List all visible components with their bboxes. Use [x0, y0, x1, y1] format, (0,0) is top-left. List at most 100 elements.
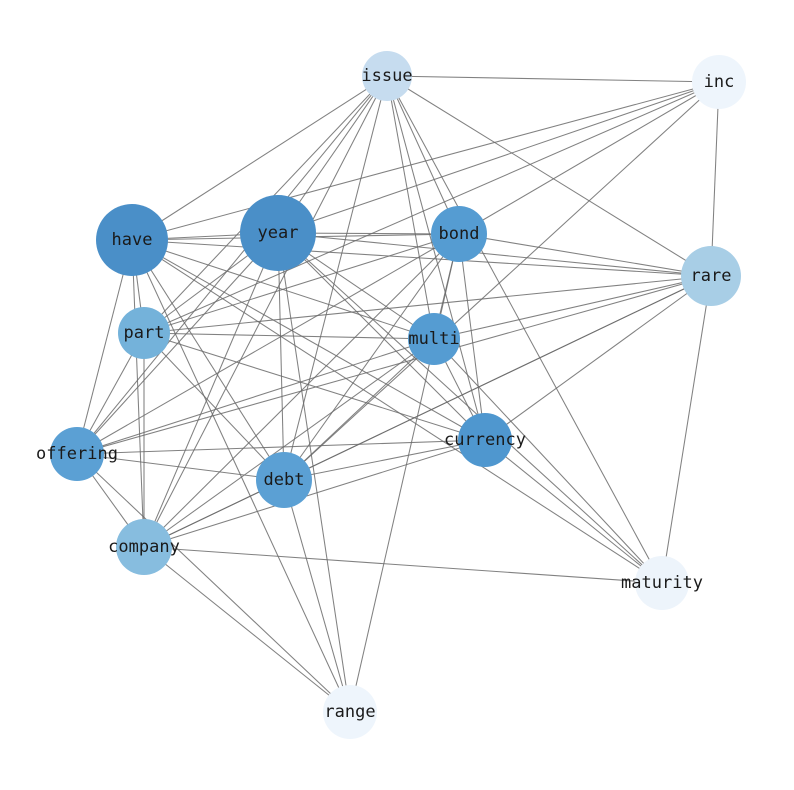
node-circle-offering[interactable]	[50, 427, 104, 481]
node-circle-company[interactable]	[116, 519, 172, 575]
node-label-bond: bond	[439, 224, 480, 244]
graph-edge	[277, 81, 720, 234]
graph-edge	[283, 338, 435, 481]
graph-node-range[interactable]: range	[323, 685, 377, 739]
graph-node-debt[interactable]: debt	[256, 452, 312, 508]
graph-edge	[143, 232, 279, 548]
graph-edge	[143, 439, 486, 548]
graph-edge	[386, 75, 712, 277]
node-label-have: have	[112, 230, 153, 250]
graph-edge	[76, 453, 351, 713]
graph-edge	[386, 75, 663, 584]
graph-node-offering[interactable]: offering	[36, 427, 118, 481]
node-label-part: part	[124, 323, 165, 343]
graph-node-year[interactable]: year	[240, 195, 316, 271]
node-circle-have[interactable]	[96, 204, 168, 276]
graph-edge	[143, 332, 435, 340]
graph-edge	[131, 239, 351, 713]
graph-edge	[283, 479, 351, 713]
graph-edge	[283, 81, 720, 481]
graph-edge	[661, 275, 712, 584]
graph-edge	[76, 239, 133, 455]
node-label-multi: multi	[408, 329, 459, 349]
graph-edge	[484, 275, 712, 441]
graph-edge	[458, 81, 720, 235]
graph-edge	[131, 81, 720, 241]
graph-edge	[283, 75, 388, 481]
graph-node-rare[interactable]: rare	[681, 246, 741, 306]
node-circle-inc[interactable]	[692, 55, 746, 109]
graph-edge	[143, 546, 351, 713]
node-label-offering: offering	[36, 444, 118, 464]
node-label-rare: rare	[691, 266, 732, 286]
graph-edge	[458, 233, 712, 277]
graph-edge	[283, 233, 460, 481]
graph-node-bond[interactable]: bond	[431, 206, 487, 262]
graph-node-currency[interactable]: currency	[444, 413, 526, 467]
graph-edge	[277, 232, 663, 584]
graph-node-issue[interactable]: issue	[361, 51, 413, 101]
node-layer: issue inc have year bond rare part multi currenc…	[36, 51, 746, 739]
graph-edge	[386, 75, 486, 441]
graph-edge	[143, 332, 285, 481]
graph-edge	[143, 275, 712, 334]
graph-edge	[131, 239, 486, 441]
node-circle-issue[interactable]	[362, 51, 412, 101]
graph-edge	[76, 338, 435, 455]
node-circle-debt[interactable]	[256, 452, 312, 508]
graph-edge	[484, 439, 663, 584]
node-circle-rare[interactable]	[681, 246, 741, 306]
node-label-debt: debt	[264, 470, 305, 490]
graph-edge	[277, 232, 486, 441]
edge-layer	[76, 75, 720, 713]
graph-edge	[433, 338, 663, 584]
graph-edge	[277, 232, 285, 481]
graph-node-company[interactable]: company	[108, 519, 180, 575]
graph-node-inc[interactable]: inc	[692, 55, 746, 109]
node-label-year: year	[258, 223, 299, 243]
graph-edge	[131, 239, 712, 277]
graph-edge	[76, 233, 460, 455]
graph-node-multi[interactable]: multi	[408, 313, 460, 365]
graph-edge	[143, 233, 460, 334]
graph-edge	[386, 75, 720, 83]
graph-edge	[277, 232, 351, 713]
graph-edge	[349, 233, 460, 713]
graph-edge	[143, 81, 720, 334]
node-circle-maturity[interactable]	[635, 556, 689, 610]
graph-edge	[76, 439, 486, 455]
graph-edge	[76, 275, 712, 455]
graph-edge	[76, 453, 285, 481]
node-label-company: company	[108, 537, 180, 557]
graph-node-maturity[interactable]: maturity	[621, 556, 703, 610]
node-circle-bond[interactable]	[431, 206, 487, 262]
node-circle-currency[interactable]	[458, 413, 512, 467]
node-label-currency: currency	[444, 430, 526, 450]
node-circle-range[interactable]	[323, 685, 377, 739]
graph-edge	[283, 439, 486, 481]
graph-node-part[interactable]: part	[118, 307, 170, 359]
node-label-range: range	[324, 702, 375, 722]
graph-edge	[386, 75, 435, 340]
node-circle-year[interactable]	[240, 195, 316, 271]
graph-edge	[433, 275, 712, 340]
node-label-maturity: maturity	[621, 573, 703, 593]
graph-edge	[143, 332, 486, 441]
graph-edge	[710, 81, 720, 277]
graph-edge	[131, 75, 388, 241]
node-label-inc: inc	[704, 72, 735, 92]
node-label-issue: issue	[361, 66, 412, 86]
graph-edge	[386, 75, 460, 235]
graph-edge	[131, 239, 285, 481]
graph-edge	[277, 232, 712, 277]
graph-edge	[76, 75, 388, 455]
graph-edge	[143, 338, 435, 548]
node-circle-part[interactable]	[118, 307, 170, 359]
graph-edge	[131, 239, 145, 548]
graph-edge	[458, 233, 486, 441]
node-circle-multi[interactable]	[408, 313, 460, 365]
graph-node-have[interactable]: have	[96, 204, 168, 276]
graph-edge	[143, 546, 663, 584]
